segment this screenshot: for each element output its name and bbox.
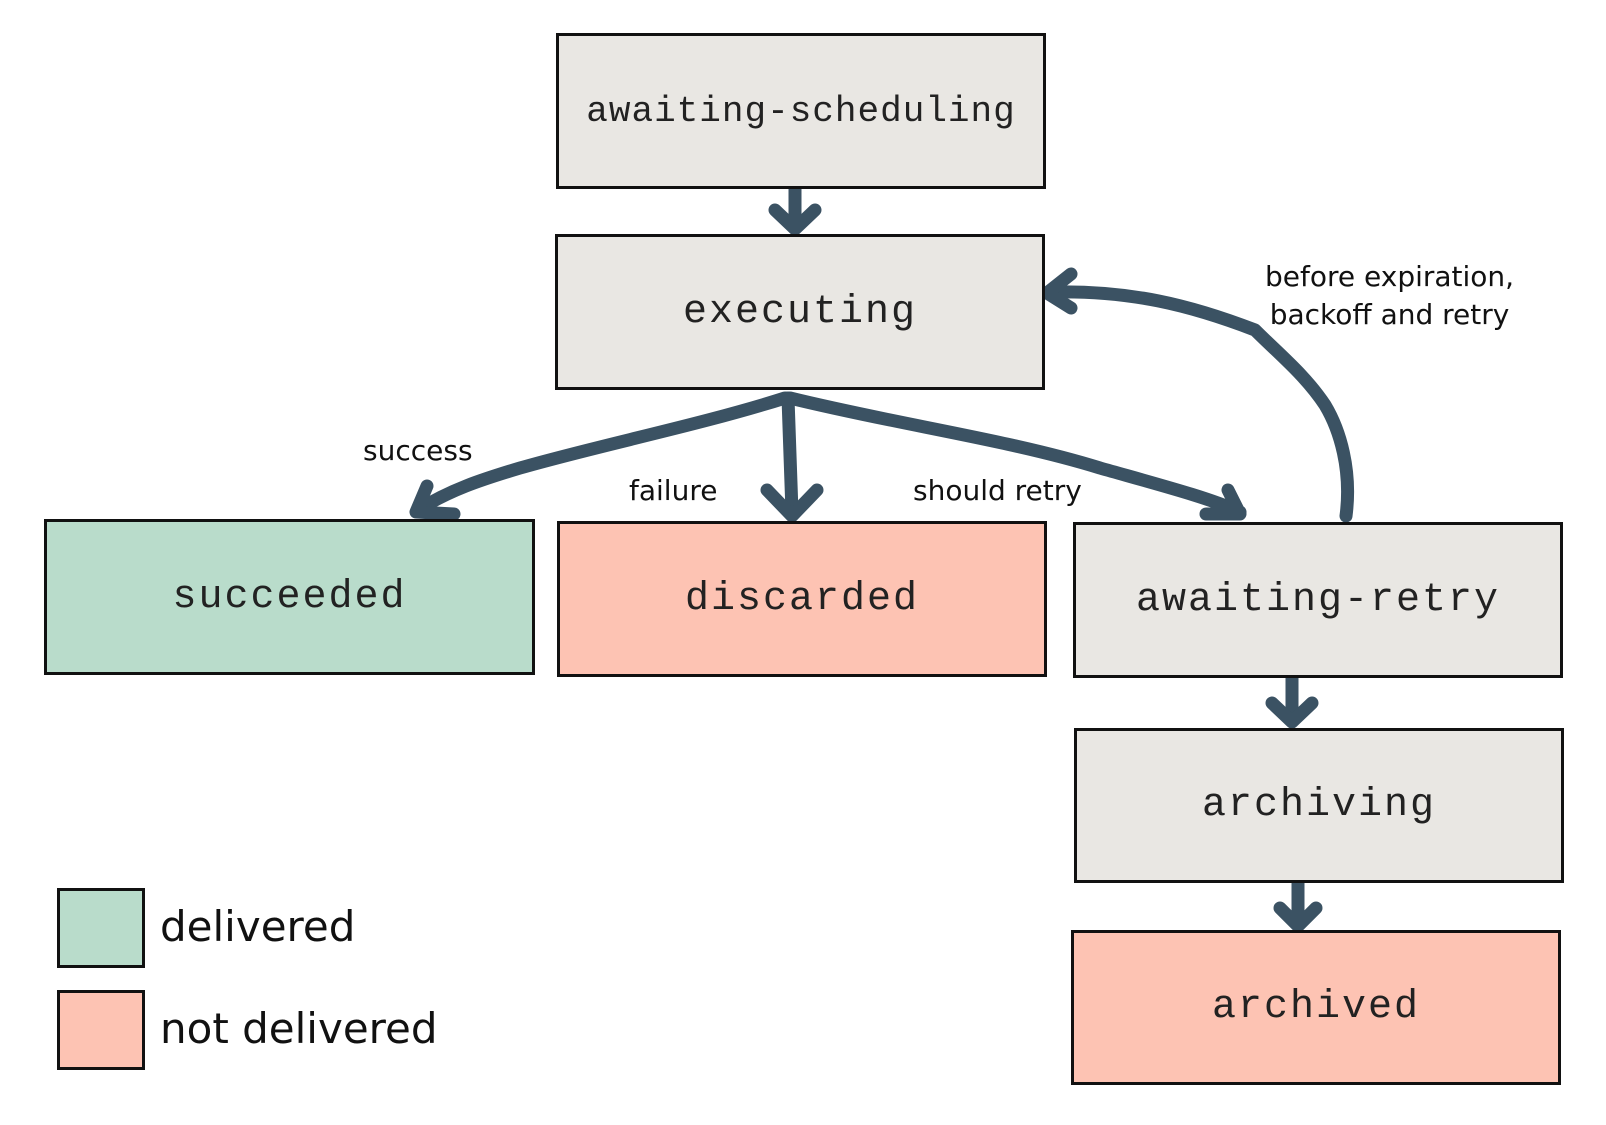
legend-label-delivered: delivered	[160, 902, 356, 951]
legend-label-not-delivered: not delivered	[160, 1004, 438, 1053]
state-executing: executing	[555, 234, 1045, 390]
arrow-scheduling-to-executing	[768, 181, 822, 236]
state-archived: archived	[1071, 930, 1561, 1085]
state-awaiting-retry: awaiting-retry	[1073, 522, 1563, 678]
label-retry-line1: before expiration,	[1265, 260, 1515, 293]
label-retry-backoff: before expiration, backoff and retry	[1265, 258, 1514, 334]
label-failure: failure	[629, 474, 718, 507]
label-success: success	[363, 434, 473, 467]
state-succeeded: succeeded	[44, 519, 535, 675]
state-discarded: discarded	[557, 521, 1047, 677]
arrow-archiving-to-archived	[1273, 876, 1323, 933]
state-archiving: archiving	[1074, 728, 1564, 883]
label-should-retry: should retry	[913, 474, 1082, 507]
legend-swatch-not-delivered	[57, 990, 145, 1070]
label-retry-line2: backoff and retry	[1269, 297, 1510, 331]
state-awaiting-scheduling: awaiting-scheduling	[556, 33, 1046, 189]
arrow-executing-to-discarded	[760, 391, 824, 523]
legend-swatch-delivered	[57, 888, 145, 968]
arrow-retry-to-archiving	[1265, 671, 1319, 729]
